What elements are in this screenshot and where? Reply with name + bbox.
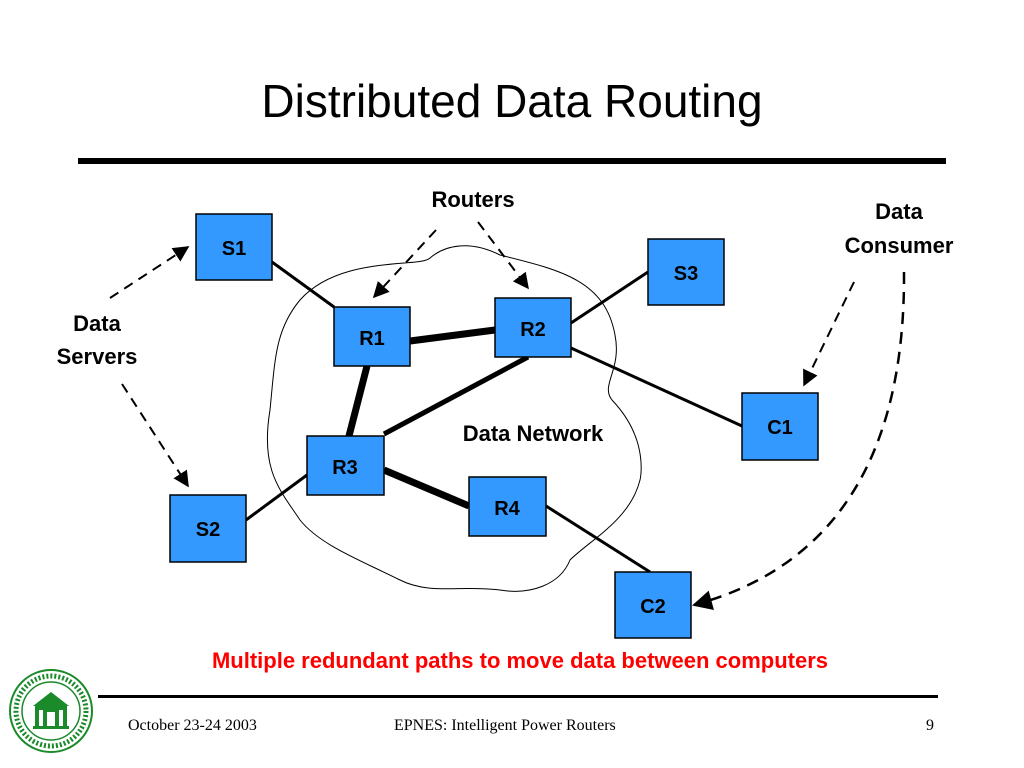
link-r1-r3 xyxy=(345,365,371,437)
link-s1-r1 xyxy=(271,260,335,309)
node-r1: R1 xyxy=(333,306,411,367)
arrow-consumer-c2 xyxy=(692,271,906,610)
footer-event-title: EPNES: Intelligent Power Routers xyxy=(394,717,616,734)
node-s1-label: S1 xyxy=(222,238,246,260)
data-consumer-label-line2: Consumer xyxy=(845,233,954,258)
footer-divider xyxy=(98,695,938,698)
link-r3-s2 xyxy=(245,473,308,522)
data-network-cloud xyxy=(266,245,642,592)
link-r4-c2 xyxy=(545,504,651,574)
data-servers-label-line1: Data xyxy=(73,311,121,336)
data-servers-label-line2: Servers xyxy=(57,344,138,369)
arrow-consumer-c1 xyxy=(803,281,855,387)
node-r4: R4 xyxy=(468,476,547,537)
footer-page-number: 9 xyxy=(926,717,934,734)
arrow-routers-r1 xyxy=(372,229,437,299)
footer-date: October 23-24 2003 xyxy=(128,717,257,734)
slide-caption: Multiple redundant paths to move data be… xyxy=(211,648,829,673)
node-s3-label: S3 xyxy=(674,263,698,285)
node-c1: C1 xyxy=(741,392,819,461)
node-s1: S1 xyxy=(195,213,273,281)
node-s2-label: S2 xyxy=(196,519,220,541)
university-seal-logo xyxy=(9,669,93,753)
node-s2: S2 xyxy=(169,494,247,563)
node-r3-label: R3 xyxy=(332,457,358,479)
arrow-servers-s2 xyxy=(121,383,189,488)
link-r2-s3 xyxy=(570,270,649,325)
node-r4-label: R4 xyxy=(494,498,520,520)
page-title: Distributed Data Routing xyxy=(261,75,763,127)
node-r2-label: R2 xyxy=(520,319,546,341)
arrow-servers-s1 xyxy=(109,246,190,299)
data-consumer-label-line1: Data xyxy=(875,199,923,224)
node-s3: S3 xyxy=(647,238,725,306)
node-r2: R2 xyxy=(494,297,572,358)
node-c2-label: C2 xyxy=(640,596,666,618)
node-r1-label: R1 xyxy=(359,328,385,350)
data-network-label: Data Network xyxy=(463,421,604,446)
title-divider xyxy=(78,158,946,164)
node-c1-label: C1 xyxy=(767,417,793,439)
node-c2: C2 xyxy=(614,571,692,639)
link-r3-r4 xyxy=(382,466,471,510)
node-r3: R3 xyxy=(306,435,385,496)
link-r3-r2 xyxy=(382,354,530,437)
routers-label: Routers xyxy=(431,187,514,212)
link-r2-c1 xyxy=(570,346,743,428)
arrow-routers-r2 xyxy=(477,221,529,290)
link-r1-r2 xyxy=(409,326,496,345)
